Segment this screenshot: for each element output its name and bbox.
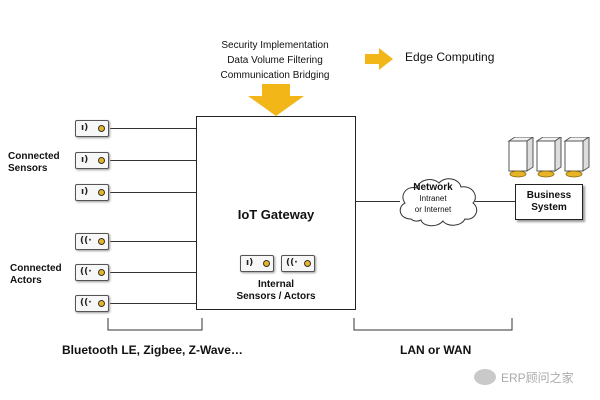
server-stack-icon bbox=[507, 137, 590, 178]
internal-label-line2: Sensors / Actors bbox=[236, 291, 316, 302]
actor-line-2 bbox=[110, 272, 196, 273]
sensor-dot-icon bbox=[98, 157, 105, 164]
network-cloud-icon bbox=[399, 178, 478, 227]
actor-device-3: ((· bbox=[75, 295, 109, 312]
signal-in-icon: ((· bbox=[80, 298, 92, 308]
network-label: Network Intranet or Internet bbox=[393, 182, 473, 215]
signal-out-icon: ı) bbox=[81, 187, 89, 197]
watermark-text: ERP顾问之家 bbox=[501, 371, 574, 385]
signal-out-icon: ı) bbox=[246, 258, 254, 268]
business-line2: System bbox=[531, 202, 567, 213]
business-system-label: Business System bbox=[515, 190, 583, 214]
gateway-network-line bbox=[356, 201, 400, 202]
connected-actors-label: Connected Actors bbox=[10, 263, 62, 287]
actors-label-line1: Connected bbox=[10, 263, 62, 274]
actor-line-1 bbox=[110, 241, 196, 242]
actor-dot-icon bbox=[98, 269, 105, 276]
business-line1: Business bbox=[526, 190, 572, 201]
network-subtitle-2: or Internet bbox=[414, 205, 452, 214]
network-subtitle-1: Intranet bbox=[419, 194, 447, 203]
internal-label-line1: Internal bbox=[257, 279, 295, 290]
signal-out-icon: ı) bbox=[81, 155, 89, 165]
signal-in-icon: ((· bbox=[80, 267, 92, 277]
right-arrow-icon bbox=[365, 48, 393, 70]
feature-filtering: Data Volume Filtering bbox=[227, 55, 323, 66]
down-arrow-icon bbox=[248, 84, 304, 116]
signal-in-icon: ((· bbox=[286, 258, 298, 268]
actor-device-2: ((· bbox=[75, 264, 109, 281]
gateway-title: IoT Gateway bbox=[237, 207, 315, 222]
feature-bridging: Communication Bridging bbox=[220, 70, 330, 81]
business-system-box bbox=[515, 184, 583, 220]
sensor-line-2 bbox=[110, 160, 196, 161]
network-title: Network bbox=[413, 182, 453, 193]
gateway-box bbox=[196, 116, 356, 310]
internal-label: Internal Sensors / Actors bbox=[196, 279, 356, 303]
internal-sensor-device: ı) bbox=[240, 255, 274, 272]
lan-bracket bbox=[353, 318, 513, 331]
protocol-bracket bbox=[107, 318, 203, 331]
actor-dot-icon bbox=[304, 260, 311, 267]
sensor-device-3: ı) bbox=[75, 184, 109, 201]
sensors-label-line1: Connected bbox=[8, 151, 60, 162]
actor-line-3 bbox=[110, 303, 196, 304]
sensor-dot-icon bbox=[263, 260, 270, 267]
internal-actor-device: ((· bbox=[281, 255, 315, 272]
actor-device-1: ((· bbox=[75, 233, 109, 250]
edge-computing-label: Edge Computing bbox=[405, 50, 495, 64]
sensor-dot-icon bbox=[98, 125, 105, 132]
connected-sensors-label: Connected Sensors bbox=[8, 151, 60, 175]
sensor-line-3 bbox=[110, 192, 196, 193]
signal-out-icon: ı) bbox=[81, 123, 89, 133]
sensor-device-2: ı) bbox=[75, 152, 109, 169]
wechat-logo-icon bbox=[474, 369, 496, 385]
sensor-dot-icon bbox=[98, 189, 105, 196]
actor-dot-icon bbox=[98, 238, 105, 245]
feature-list: Security Implementation Data Volume Filt… bbox=[205, 38, 345, 83]
sensors-label-line2: Sensors bbox=[8, 163, 48, 174]
actors-label-line2: Actors bbox=[10, 275, 42, 286]
sensor-device-1: ı) bbox=[75, 120, 109, 137]
sensor-line-1 bbox=[110, 128, 196, 129]
feature-security: Security Implementation bbox=[221, 40, 329, 51]
signal-in-icon: ((· bbox=[80, 236, 92, 246]
network-business-line bbox=[475, 201, 515, 202]
lan-wan-label: LAN or WAN bbox=[400, 343, 472, 357]
protocols-label: Bluetooth LE, Zigbee, Z-Wave… bbox=[62, 343, 243, 357]
actor-dot-icon bbox=[98, 300, 105, 307]
